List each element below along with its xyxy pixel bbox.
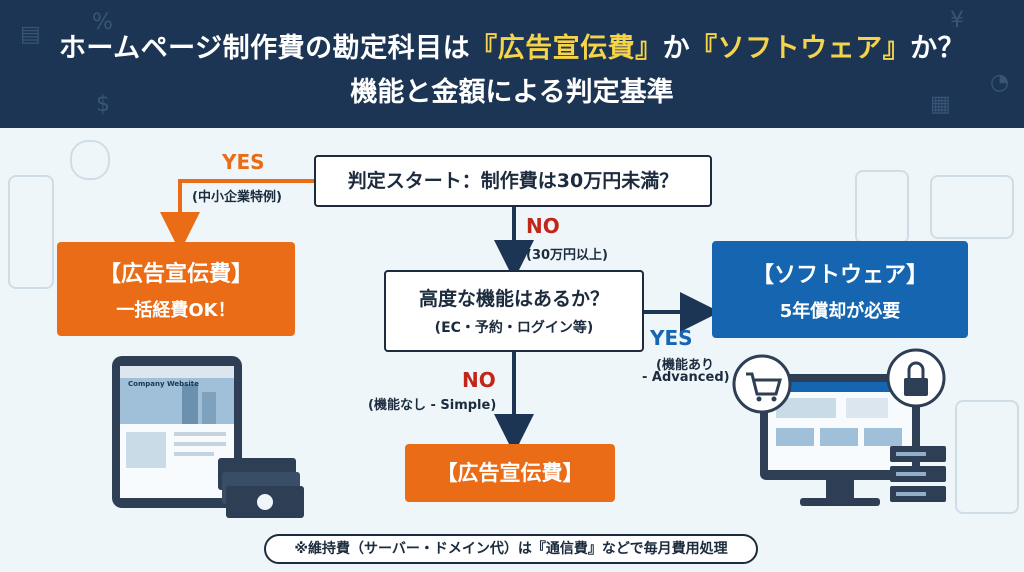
no-2-sub: (機能なし - Simple) xyxy=(368,398,497,413)
result-software-box: 【ソフトウェア】 5年償却が必要 xyxy=(712,241,968,338)
arrow-yes-left xyxy=(160,179,314,252)
page-subtitle: 機能と金額による判定基準 xyxy=(350,77,674,108)
calculator-icon: ▦ xyxy=(930,92,951,117)
doc-icon: ▤ xyxy=(20,22,41,47)
yes-right-sub-2: - Advanced) xyxy=(642,370,730,385)
title-mid: か xyxy=(662,33,691,64)
feature-question-text: 高度な機能はあるか？ xyxy=(418,288,609,310)
result-software-title: 【ソフトウェア】 xyxy=(751,263,928,288)
no-label-2: NO xyxy=(462,368,496,392)
title-highlight-software: 『ソフトウェア』 xyxy=(690,33,911,64)
title-pre: ホームページ制作費の勘定科目は xyxy=(58,33,471,64)
no-1-sub: (30万円以上) xyxy=(526,248,608,263)
result-ad-expense-simple-box: 【広告宣伝費】 xyxy=(405,444,615,502)
bg-tower-shape xyxy=(955,400,1019,514)
result-ad-expense-title: 【広告宣伝費】 xyxy=(98,262,253,287)
yes-label-right: YES xyxy=(650,326,693,350)
dollar-icon: $ xyxy=(96,92,110,117)
bg-spreadsheet-shape xyxy=(930,175,1014,239)
no-label-1: NO xyxy=(526,214,560,238)
bg-percent-bubble xyxy=(70,140,110,180)
tablet-website-illustration xyxy=(112,356,242,508)
yes-left-sub: (中小企業特例) xyxy=(192,190,282,205)
server-icon xyxy=(890,446,946,502)
monitor-illustration xyxy=(760,374,920,506)
feature-question-box: 高度な機能はあるか？ (EC・予約・ログイン等) xyxy=(384,270,644,352)
page-title: ホームページ制作費の勘定科目は『広告宣伝費』か『ソフトウェア』か？ xyxy=(0,26,1024,65)
feature-question-examples: (EC・予約・ログイン等) xyxy=(434,320,594,336)
title-highlight-ad: 『広告宣伝費』 xyxy=(470,33,663,64)
pie-chart-icon: ◔ xyxy=(990,70,1010,95)
cash-stack-icon xyxy=(218,458,304,518)
result-ad-expense-box: 【広告宣伝費】 一括経費OK！ xyxy=(57,242,295,336)
start-question-box: 判定スタート：制作費は30万円未満？ xyxy=(314,155,712,207)
tablet-header-text: Company Website xyxy=(128,380,199,388)
yen-icon: ¥ xyxy=(950,8,964,33)
footer-note: ※維持費（サーバー・ドメイン代）は『通信費』などで毎月費用処理 xyxy=(264,534,758,564)
yes-label-left: YES xyxy=(222,150,265,174)
shopping-cart-icon xyxy=(732,354,792,414)
title-post: か？ xyxy=(910,33,966,64)
lock-icon xyxy=(886,348,946,408)
result-software-sub: 5年償却が必要 xyxy=(779,301,901,322)
result-ad-expense-sub: 一括経費OK！ xyxy=(116,300,236,321)
bg-document-shape xyxy=(8,175,54,289)
percent-icon: % xyxy=(92,10,113,35)
yes-right-sub-1: (機能あり xyxy=(656,358,714,373)
header-banner: ホームページ制作費の勘定科目は『広告宣伝費』か『ソフトウェア』か？ 機能と金額に… xyxy=(0,0,1024,128)
